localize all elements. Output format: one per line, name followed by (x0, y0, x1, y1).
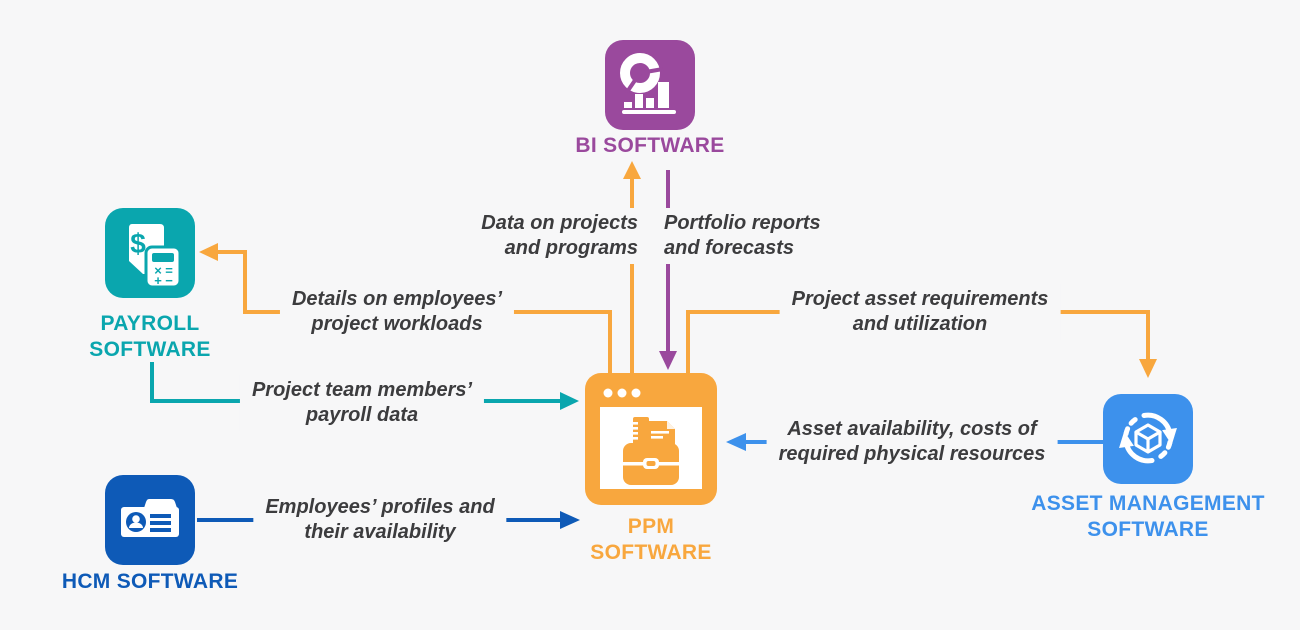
ppm-software-label: PPM SOFTWARE (590, 514, 711, 566)
svg-text:+: + (154, 273, 162, 288)
documents-glyph (630, 417, 675, 447)
flow-label-line: Employees’ profiles and (265, 496, 495, 518)
svg-text:−: − (165, 273, 173, 288)
node-label-line: ASSET MANAGEMENT (1031, 492, 1265, 515)
node-label-line: SOFTWARE (89, 338, 211, 361)
flow-label-line: and forecasts (664, 237, 795, 259)
node-label-line: HCM SOFTWARE (61, 570, 239, 593)
flow-label-line: and programs (504, 237, 638, 259)
flow-label-line: Data on projects (481, 212, 638, 234)
flow-label-line: payroll data (305, 404, 419, 426)
flow-label-line: Details on employees’ (291, 288, 503, 310)
svg-text:×: × (154, 263, 162, 278)
flow-label-employees-profiles: Employees’ profiles and their availabili… (253, 492, 507, 548)
flow-label-payroll-data: Project team members’ payroll data (239, 375, 485, 431)
bi-chart-icon (605, 40, 695, 130)
flow-label-line: Portfolio reports (664, 212, 821, 234)
flow-label-line: required physical resources (778, 443, 1046, 465)
arrow-ppm-to-bi (623, 161, 641, 373)
node-label-line: PPM (627, 515, 675, 538)
flow-label-asset-availability: Asset availability, costs of required ph… (766, 414, 1058, 470)
payroll-software-label: PAYROLL SOFTWARE (89, 311, 210, 363)
arrow-bi-to-ppm (659, 170, 677, 370)
hcm-employee-folder-icon (105, 475, 195, 565)
svg-text:$: $ (130, 228, 146, 259)
flow-label-portfolio-reports: Portfolio reports and forecasts (652, 208, 833, 264)
hcm-software-label: HCM SOFTWARE (62, 569, 238, 595)
flow-label-line: project workloads (311, 313, 483, 335)
arrow-ppm-to-payroll (199, 243, 612, 373)
svg-text:=: = (165, 263, 173, 278)
node-label-line: BI SOFTWARE (575, 134, 725, 157)
flow-label-line: Project asset requirements (791, 288, 1049, 310)
flow-label-details-workloads: Details on employees’ project workloads (279, 284, 515, 340)
flow-label-data-on-projects: Data on projects and programs (469, 208, 650, 264)
flow-label-line: and utilization (852, 313, 988, 335)
briefcase-glyph (623, 443, 679, 485)
flow-label-asset-requirements: Project asset requirements and utilizati… (779, 284, 1061, 340)
flow-label-line: their availability (304, 521, 456, 543)
node-label-line: PAYROLL (100, 312, 200, 335)
node-label-line: SOFTWARE (590, 541, 712, 564)
asset-management-software-label: ASSET MANAGEMENT SOFTWARE (1031, 491, 1264, 543)
payroll-calculator-icon: $ × = + − (105, 208, 195, 298)
flow-label-line: Project team members’ (251, 379, 473, 401)
node-label-line: SOFTWARE (1087, 518, 1209, 541)
asset-cube-sync-icon (1103, 394, 1193, 484)
ppm-briefcase-window-icon (585, 373, 717, 505)
flow-label-line: Asset availability, costs of (787, 418, 1037, 440)
bi-software-label: BI SOFTWARE (575, 133, 724, 159)
